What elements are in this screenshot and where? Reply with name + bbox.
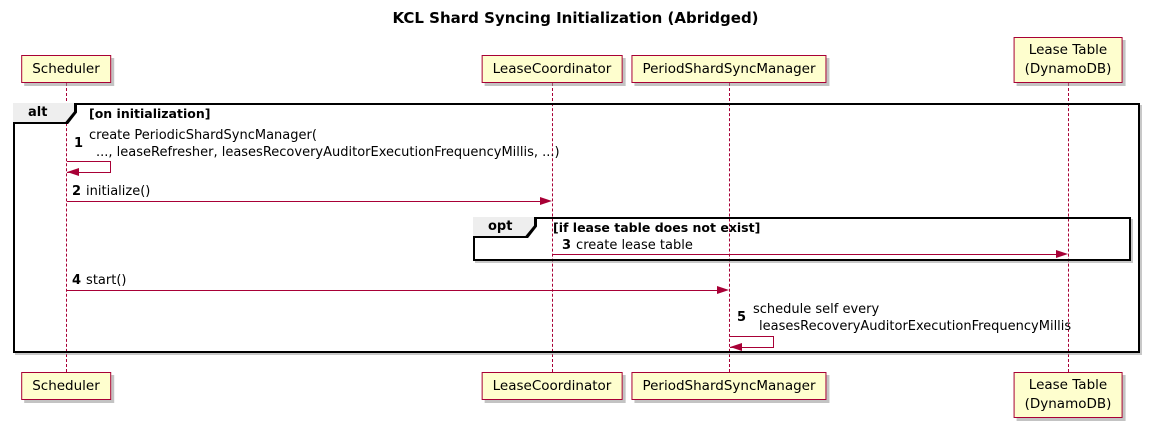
- opt-guard: [if lease table does not exist]: [553, 220, 761, 235]
- participant-periodshardsyncmanager-bottom: PeriodShardSyncManager: [631, 372, 827, 400]
- message-4-arrowhead-icon: [717, 286, 729, 294]
- message-3-line: [552, 254, 1057, 255]
- message-3-arrowhead-icon: [1056, 250, 1068, 258]
- participant-label: PeriodShardSyncManager: [642, 60, 816, 77]
- opt-frame: opt: [473, 217, 1131, 261]
- message-2-arrowhead-icon: [540, 197, 552, 205]
- message-1-text-line2: ..., leaseRefresher, leasesRecoveryAudit…: [96, 145, 560, 160]
- message-5-self-loop: [730, 336, 774, 348]
- participant-label-line2: (DynamoDB): [1024, 396, 1112, 412]
- lifeline-periodshardsyncmanager: [729, 83, 730, 372]
- participant-label: Scheduler: [32, 60, 100, 77]
- message-2-text: 2 initialize(): [72, 184, 150, 200]
- message-5-text-line1: schedule self every: [753, 302, 880, 317]
- alt-frame: alt: [13, 103, 1140, 353]
- message-5-text-line2: leasesRecoveryAuditorExecutionFrequencyM…: [759, 319, 1072, 334]
- participant-leasecoordinator-bottom: LeaseCoordinator: [481, 372, 623, 400]
- participant-label: LeaseCoordinator: [492, 377, 612, 394]
- message-1-number: 1: [74, 136, 84, 151]
- message-4-text: 4 start(): [72, 273, 126, 289]
- participant-label: Lease Table: [1028, 42, 1108, 58]
- participant-label: PeriodShardSyncManager: [642, 377, 816, 394]
- participant-leasetable-bottom: Lease Table (DynamoDB): [1013, 372, 1123, 418]
- participant-label-line2: (DynamoDB): [1024, 61, 1112, 77]
- alt-guard: [on initialization]: [89, 106, 211, 121]
- participant-scheduler-top: Scheduler: [21, 55, 111, 83]
- opt-operator-pentagon: opt: [473, 217, 537, 238]
- message-2-line: [67, 201, 541, 202]
- participant-label: Lease Table: [1028, 377, 1108, 393]
- participant-label: Scheduler: [32, 377, 100, 394]
- message-2-number: 2: [72, 184, 82, 199]
- alt-operator-pentagon: alt: [13, 103, 77, 124]
- participant-label: LeaseCoordinator: [492, 60, 612, 77]
- lifeline-leasetable: [1068, 83, 1069, 372]
- alt-operator-label: alt: [13, 103, 74, 122]
- message-4-label: start(): [86, 273, 127, 288]
- lifeline-scheduler: [66, 83, 67, 372]
- message-3-label: create lease table: [576, 238, 693, 253]
- message-1-arrowhead-icon: [67, 168, 79, 176]
- participant-scheduler-bottom: Scheduler: [21, 372, 111, 400]
- message-5-arrowhead-icon: [730, 343, 742, 351]
- message-1-self-loop: [67, 161, 111, 173]
- message-3-text: 3 create lease table: [562, 238, 693, 254]
- message-2-label: initialize(): [86, 184, 151, 199]
- participant-leasetable-top: Lease Table (DynamoDB): [1013, 37, 1123, 83]
- message-5-number: 5: [737, 310, 747, 325]
- lifeline-leasecoordinator: [552, 83, 553, 372]
- message-1-text-line1: create PeriodicShardSyncManager(: [89, 128, 317, 143]
- participant-periodshardsyncmanager-top: PeriodShardSyncManager: [631, 55, 827, 83]
- message-3-number: 3: [562, 238, 572, 253]
- message-4-number: 4: [72, 273, 82, 288]
- message-4-line: [67, 290, 718, 291]
- opt-operator-label: opt: [473, 217, 534, 236]
- diagram-title: KCL Shard Syncing Initialization (Abridg…: [392, 9, 759, 27]
- participant-leasecoordinator-top: LeaseCoordinator: [481, 55, 623, 83]
